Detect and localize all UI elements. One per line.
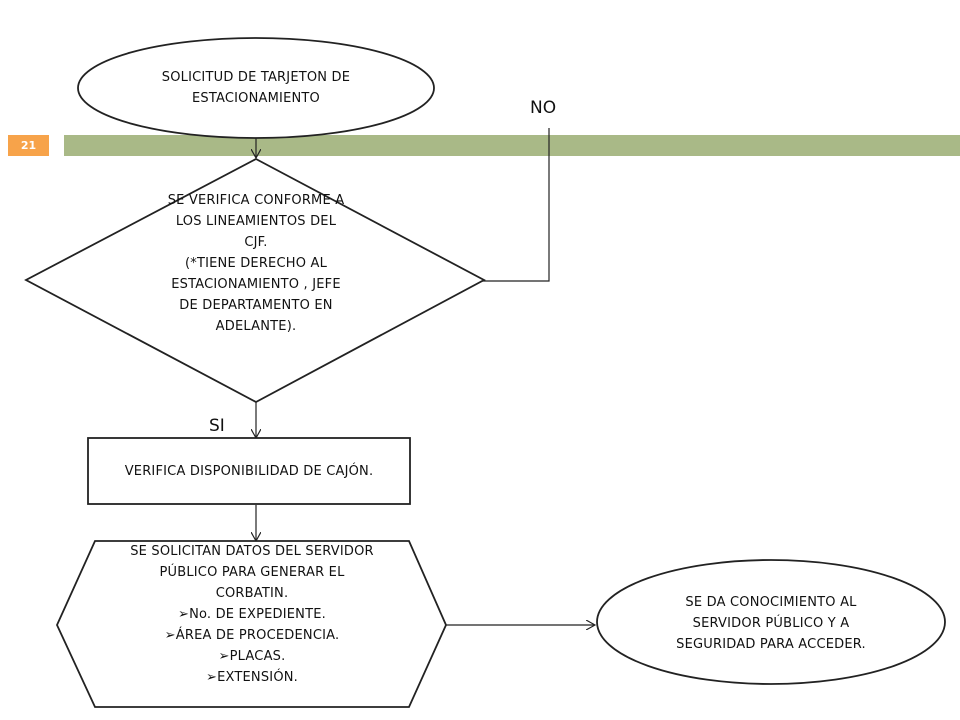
edge-label-no: NO bbox=[530, 98, 557, 118]
notify-node-shape bbox=[596, 559, 946, 685]
request-data-bullet: ÁREA DE PROCEDENCIA. bbox=[95, 625, 409, 646]
request-data-bullet: No. DE EXPEDIENTE. bbox=[95, 604, 409, 625]
notify-line: SE DA CONOCIMIENTO AL bbox=[685, 595, 857, 610]
edge-label-yes: SI bbox=[209, 416, 225, 436]
request-data-list: No. DE EXPEDIENTE. ÁREA DE PROCEDENCIA. … bbox=[95, 604, 409, 688]
decision-line: ADELANTE). bbox=[215, 319, 297, 334]
decision-node-shape bbox=[24, 157, 486, 404]
decision-line: (*TIENE DERECHO AL bbox=[184, 256, 328, 271]
slide-header-band bbox=[64, 135, 960, 156]
request-data-bullet: PLACAS. bbox=[95, 646, 409, 667]
start-node-label: SOLICITUD DE TARJETON DE ESTACIONAMIENTO bbox=[161, 70, 351, 106]
decision-line: ESTACIONAMIENTO , JEFE bbox=[171, 277, 341, 292]
notify-node-label: SE DA CONOCIMIENTO AL SERVIDOR PÚBLICO Y… bbox=[632, 592, 910, 655]
decision-line: DE DEPARTAMENTO EN bbox=[179, 298, 333, 313]
decision-line: CJF. bbox=[244, 235, 268, 250]
edge-decision-no bbox=[482, 128, 550, 282]
notify-line: SERVIDOR PÚBLICO Y A bbox=[692, 616, 850, 631]
request-data-node-label: SE SOLICITAN DATOS DEL SERVIDOR PÚBLICO … bbox=[95, 541, 409, 688]
notify-line: SEGURIDAD PARA ACCEDER. bbox=[676, 637, 866, 652]
request-data-line: CORBATIN. bbox=[215, 586, 289, 601]
slide-number: 21 bbox=[8, 135, 49, 156]
request-data-line: SE SOLICITAN DATOS DEL SERVIDOR bbox=[130, 544, 374, 559]
request-data-line: PÚBLICO PARA GENERAR EL bbox=[159, 565, 345, 580]
check-space-node-shape bbox=[87, 437, 411, 505]
request-data-bullet: EXTENSIÓN. bbox=[95, 667, 409, 688]
decision-node-label: SE VERIFICA CONFORME A LOS LINEAMIENTOS … bbox=[126, 190, 386, 337]
decision-line: SE VERIFICA CONFORME A bbox=[167, 193, 345, 208]
decision-line: LOS LINEAMIENTOS DEL bbox=[175, 214, 337, 229]
start-node-shape bbox=[77, 37, 435, 139]
check-space-node-label: VERIFICA DISPONIBILIDAD DE CAJÓN. bbox=[124, 464, 374, 479]
